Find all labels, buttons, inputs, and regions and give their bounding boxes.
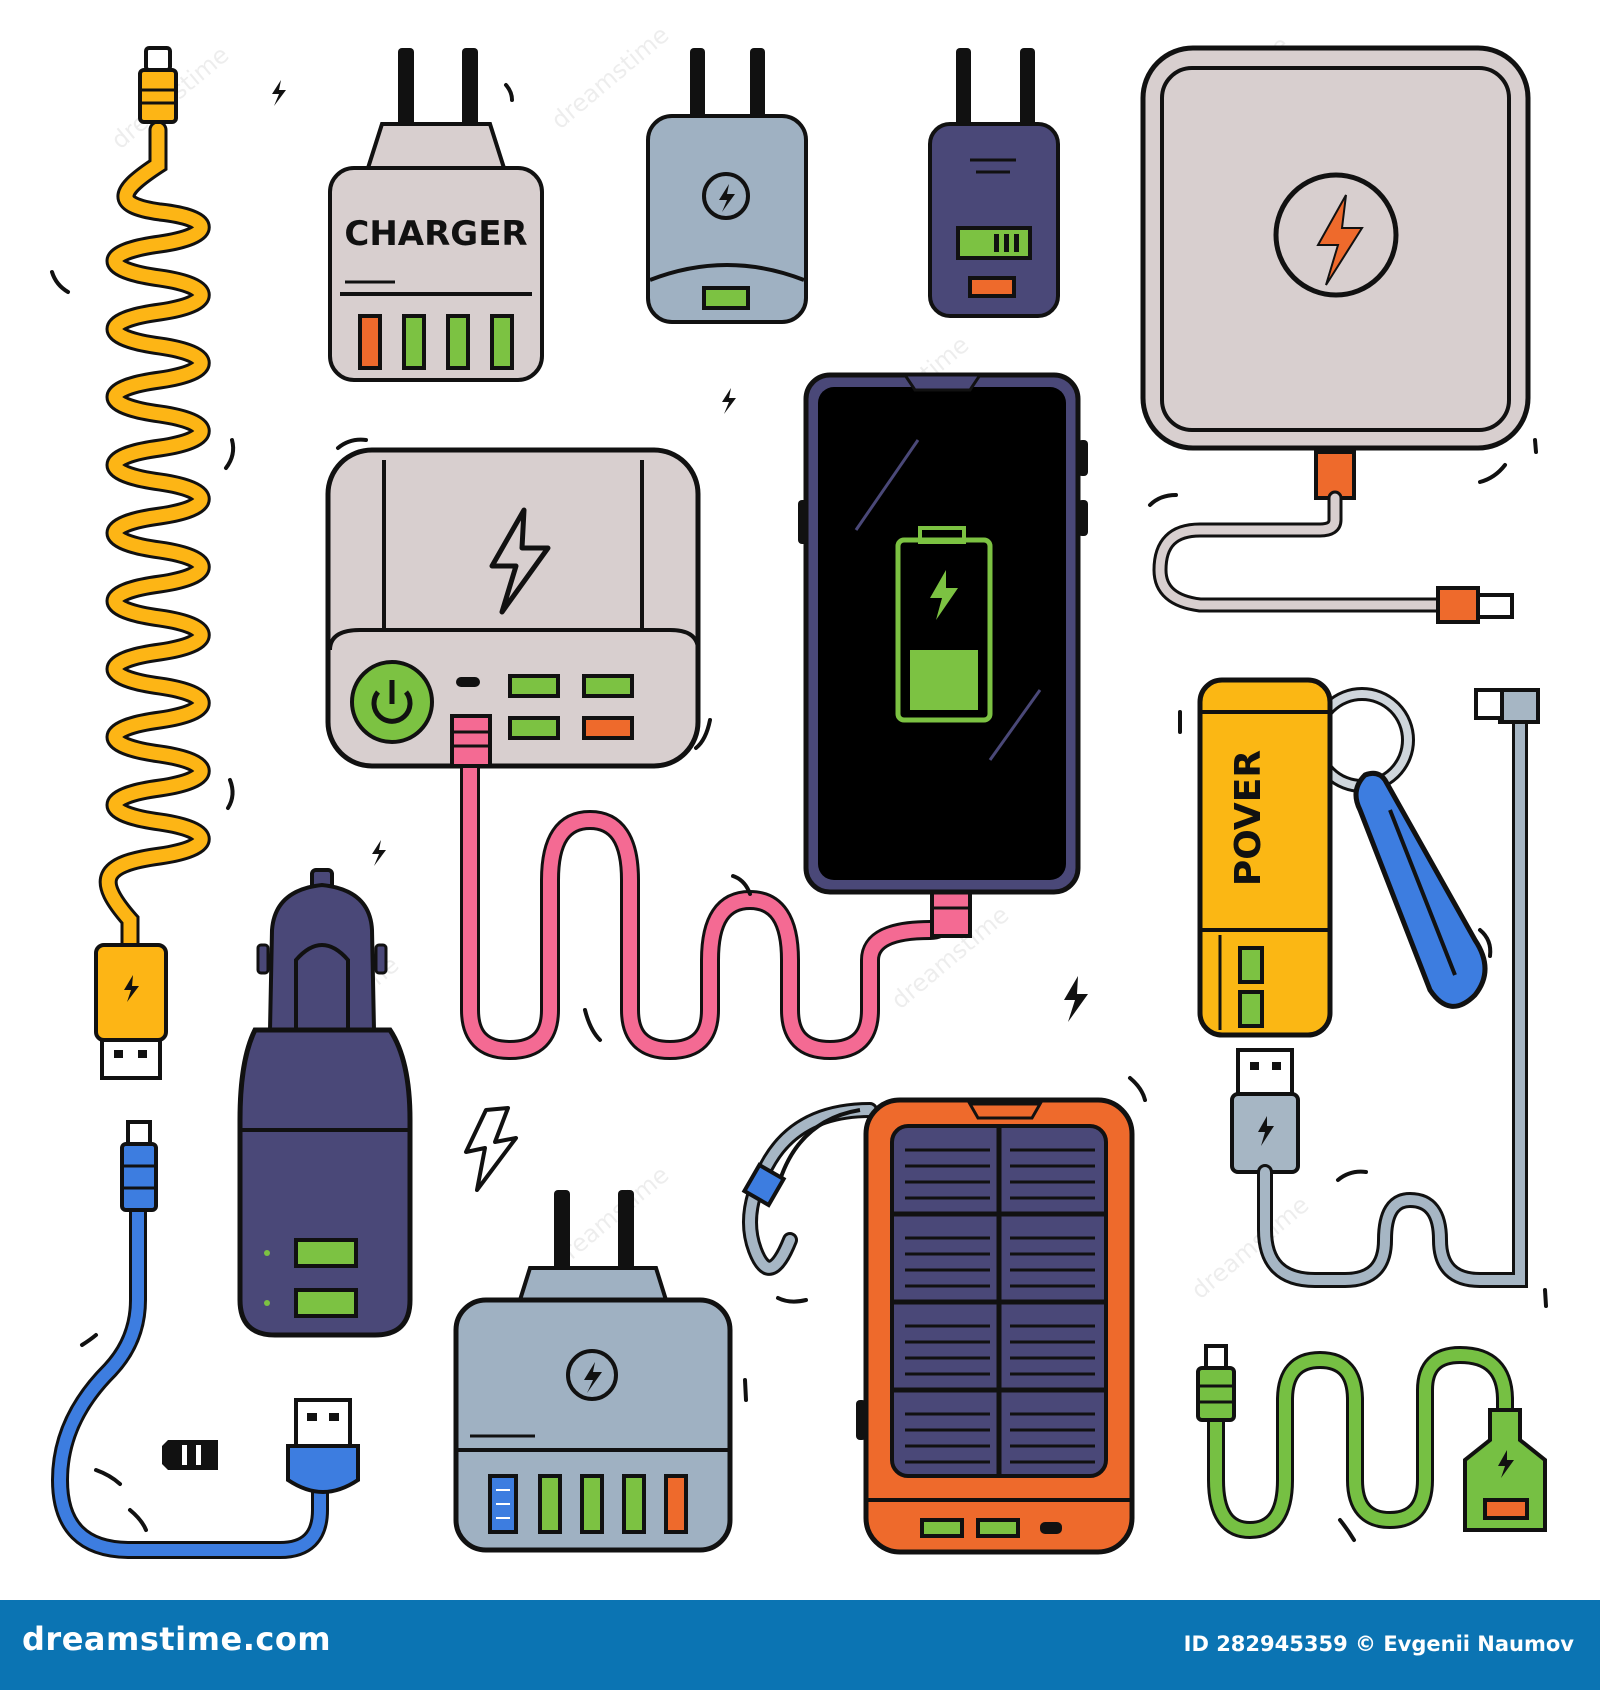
navy-wall-adapter [928, 48, 1060, 318]
car-charger [237, 868, 413, 1338]
charging-devices-illustration: dreamstime dreamstime dreamstime dreamst… [50, 20, 1548, 1559]
lightning-icon [489, 507, 551, 615]
decorative-dashes [50, 83, 1548, 1542]
watermark-text: dreamstime [546, 20, 674, 134]
multi-usb-wall-adapter [453, 1190, 733, 1553]
pink-usb-cable [450, 714, 972, 1061]
keychain-power-bank: POVER [1197, 677, 1540, 1288]
lightning-icon [464, 1106, 518, 1192]
solar-power-bank [741, 1097, 1135, 1555]
usb-plug-icon [294, 1398, 352, 1448]
battery-icon [895, 526, 993, 723]
usb-plug-icon [1236, 1048, 1294, 1096]
multi-port-power-bank [325, 447, 701, 769]
compact-wall-adapter [646, 48, 808, 324]
charger-label: CHARGER [344, 214, 527, 254]
brand-logo[interactable]: dreamstime.com [22, 1620, 332, 1658]
image-credit: ID 282945359 © Evgenii Naumov [1183, 1632, 1574, 1656]
lightning-icon [1316, 194, 1364, 286]
charger-wall-adapter: CHARGER [328, 48, 544, 382]
blue-usb-cable [50, 1120, 360, 1559]
lightning-icon [272, 80, 1088, 1022]
lightning-icon [702, 172, 750, 220]
power-label: POVER [1228, 750, 1269, 886]
watermark-text: dreamstime [1186, 1190, 1314, 1304]
coiled-usb-cable [94, 46, 211, 1080]
smartphone [798, 372, 1088, 895]
usb-c-connector [144, 46, 172, 72]
green-usb-cable [1196, 1344, 1547, 1540]
wireless-charging-pad [1140, 45, 1531, 624]
stock-footer-bar: dreamstime.com ID 282945359 © Evgenii Na… [0, 1600, 1600, 1690]
lightning-icon [584, 1362, 602, 1393]
